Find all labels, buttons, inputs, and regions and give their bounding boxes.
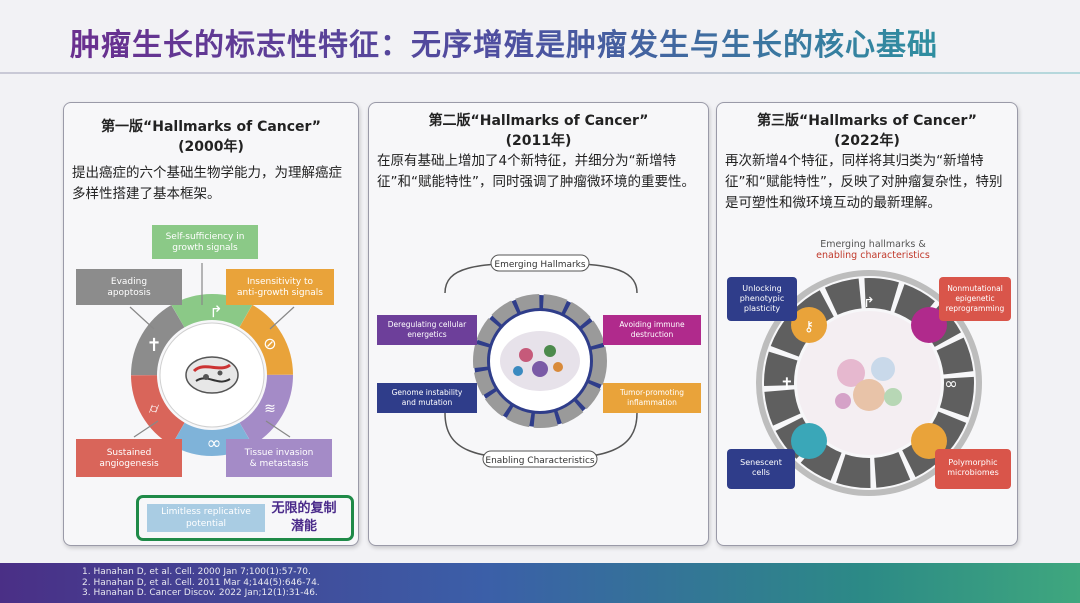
highlight-box-limitless: Limitless replicative potential 无限的复制潜能	[136, 495, 354, 541]
panel-heading: 第三版“Hallmarks of Cancer”	[757, 113, 977, 129]
svg-text:✝: ✝	[780, 374, 793, 393]
panel-hallmarks-2011: 第二版“Hallmarks of Cancer” (2011年) 在原有基础上增…	[368, 102, 709, 546]
label-invasion: Tissue invasion& metastasis	[244, 448, 314, 469]
panel-year: (2011年)	[505, 133, 572, 149]
references-list: 1. Hanahan D, et al. Cell. 2000 Jan 7;10…	[82, 567, 320, 599]
footer-band: 1. Hanahan D, et al. Cell. 2000 Jan 7;10…	[0, 563, 1080, 603]
reference-item: 3. Hanahan D. Cancer Discov. 2022 Jan;12…	[82, 588, 318, 598]
cancer-cell-icon	[835, 357, 902, 411]
panel-year: (2022年)	[834, 133, 900, 149]
hallmarks-2011-diagram: Emerging Hallmarks Enabling Characterist…	[377, 254, 701, 468]
panel-heading: 第一版“Hallmarks of Cancer”	[101, 119, 321, 135]
key-icon: ⚷	[804, 319, 814, 335]
infinity-icon: ∞	[207, 433, 222, 454]
slide-title: 肿瘤生长的标志性特征：无序增殖是肿瘤发生与生长的核心基础	[70, 20, 938, 64]
hallmarks-2022-diagram: Emerging hallmarks &enabling characteris…	[727, 239, 1011, 496]
label-emerging-hallmarks: Emerging Hallmarks	[494, 260, 586, 270]
panel-hallmarks-2022: 第三版“Hallmarks of Cancer” (2022年) 再次新增4个特…	[716, 102, 1018, 546]
panel-year: (2000年)	[178, 139, 244, 155]
inhibit-icon: ⊘	[263, 334, 276, 353]
label-enabling-characteristics: Enabling Characteristics	[485, 456, 594, 466]
svg-text:∞: ∞	[944, 374, 957, 393]
panel-description: 在原有基础上增加了4个新特征，并细分为“新增特征”和“赋能特性”，同时强调了肿瘤…	[377, 153, 695, 190]
label-limitless: Limitless replicative potential	[147, 504, 265, 532]
panel-description: 再次新增4个特征，同样将其归类为“新增特征”和“赋能特性”，反映了对肿瘤复杂性，…	[725, 153, 1003, 211]
panel-heading: 第二版“Hallmarks of Cancer”	[428, 113, 649, 129]
reference-item: 2. Hanahan D, et al. Cell. 2011 Mar 4;14…	[82, 577, 320, 588]
vessel-icon: ⌭	[149, 401, 159, 417]
label-emerging-enabling: Emerging hallmarks &enabling characteris…	[816, 239, 930, 261]
cross-icon: ✝	[146, 335, 161, 356]
panel-description: 提出癌症的六个基础生物学能力，为理解癌症多样性搭建了基本框架。	[72, 165, 342, 202]
invasion-icon: ≋	[264, 401, 276, 417]
growth-arrow-icon: ↱	[209, 302, 222, 321]
reference-item: 1. Hanahan D, et al. Cell. 2000 Jan 7;10…	[82, 567, 311, 577]
cancer-cell-icon	[185, 356, 239, 394]
cancer-cell-icon	[513, 345, 563, 377]
panel-hallmarks-2000: 第一版“Hallmarks of Cancer” (2000年) 提出癌症的六个…	[63, 102, 359, 546]
title-divider	[0, 72, 1080, 74]
highlight-label: 无限的复制潜能	[271, 501, 337, 534]
svg-text:↱: ↱	[863, 295, 875, 311]
